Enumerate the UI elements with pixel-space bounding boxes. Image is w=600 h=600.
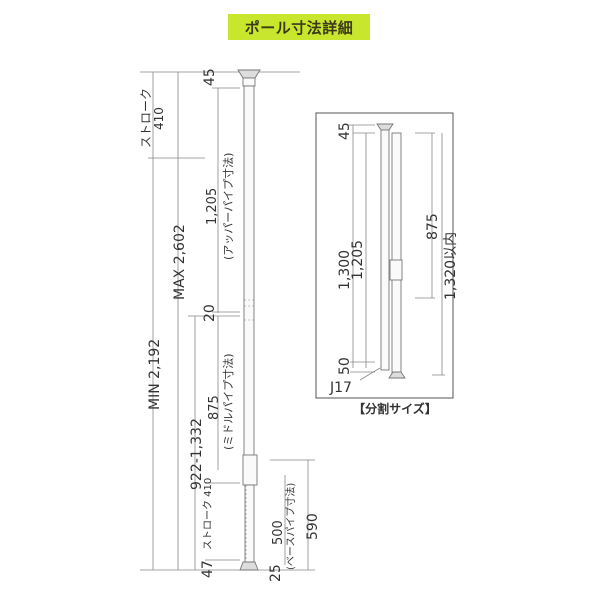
split-max-within: 1,320以内 bbox=[443, 232, 459, 300]
label-joint-gap: 20 bbox=[202, 304, 218, 322]
label-base-total: 590 bbox=[305, 513, 321, 540]
split-middle: 875 bbox=[425, 213, 441, 240]
diagram-title: ポール寸法詳細 bbox=[244, 18, 354, 37]
split-length-1: 1,300 bbox=[337, 250, 353, 290]
label-base-pipe-name: (ベースパイプ寸法) bbox=[284, 483, 297, 570]
label-base-pipe-value: 500 bbox=[271, 520, 286, 545]
label-stroke-top: ストローク bbox=[139, 88, 153, 148]
label-middle-pipe-name: (ミドルパイプ寸法) bbox=[221, 353, 235, 450]
title-badge: ポール寸法詳細 bbox=[228, 14, 370, 40]
split-size-caption: 【分割サイズ】 bbox=[353, 402, 437, 416]
split-bottom-gap: 50 bbox=[337, 357, 353, 375]
main-pole bbox=[237, 69, 261, 571]
split-size-frame bbox=[315, 112, 454, 399]
split-top-gap: 45 bbox=[337, 122, 353, 140]
label-upper-pipe-name: (アッパーパイプ寸法) bbox=[221, 153, 235, 260]
split-pole bbox=[376, 123, 406, 379]
label-max: MAX 2,602 bbox=[172, 224, 188, 300]
label-min: MIN 2,192 bbox=[147, 339, 163, 410]
label-stroke-top-value: 410 bbox=[152, 107, 166, 130]
split-part-code: J17 bbox=[329, 380, 352, 396]
split-length-2: 1,205 bbox=[350, 240, 366, 280]
label-top-gap: 45 bbox=[202, 68, 218, 86]
label-bottom-47: 47 bbox=[200, 560, 216, 578]
label-middle-pipe-value: 875 bbox=[207, 395, 222, 420]
label-upper-pipe-value: 1,205 bbox=[205, 188, 220, 225]
label-bottom-25: 25 bbox=[268, 564, 284, 582]
label-range: 922-1,332 bbox=[189, 418, 205, 490]
label-stroke-bottom: ストローク 410 bbox=[202, 478, 214, 550]
